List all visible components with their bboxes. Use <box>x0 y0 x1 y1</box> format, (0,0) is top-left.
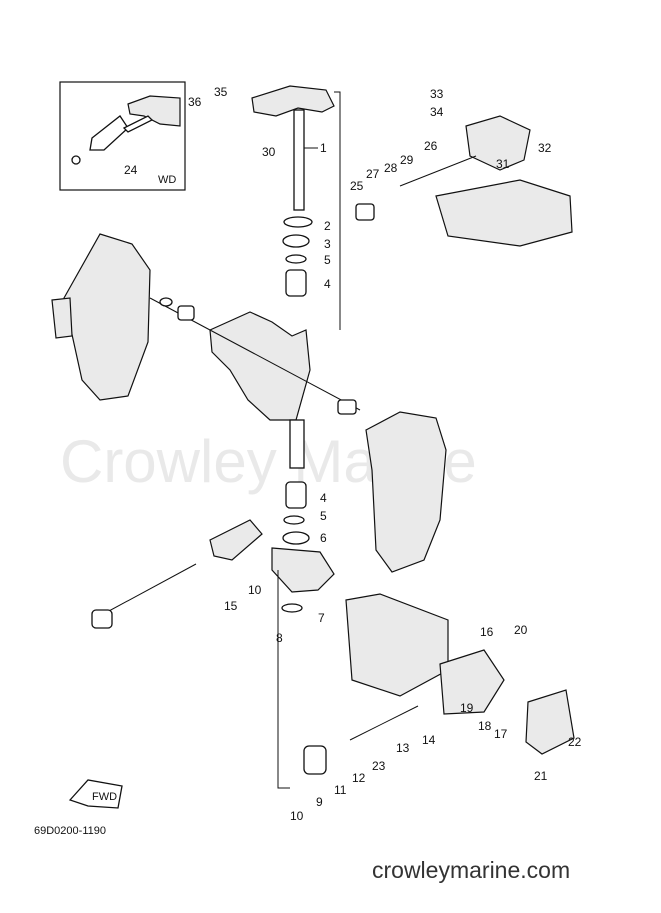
steering-arm <box>251 85 341 330</box>
inset-label: WD <box>158 174 176 186</box>
callout-9: 9 <box>316 795 323 809</box>
callout-28: 28 <box>384 161 398 175</box>
callout-10: 10 <box>248 583 262 597</box>
callout-5: 5 <box>320 509 327 523</box>
lower-parts <box>277 570 575 789</box>
inset-box: WD <box>59 81 186 191</box>
clamp-bracket-left <box>51 233 151 401</box>
callout-8: 8 <box>276 631 283 645</box>
callout-3: 3 <box>324 237 331 251</box>
fwd-arrow-icon: FWD <box>68 779 123 809</box>
callout-18: 18 <box>478 719 492 733</box>
callout-35: 35 <box>214 85 228 99</box>
callout-5: 5 <box>324 253 331 267</box>
through-bolts <box>91 297 361 629</box>
callout-21: 21 <box>534 769 548 783</box>
callout-13: 13 <box>396 741 410 755</box>
callout-15: 15 <box>224 599 238 613</box>
callout-6: 6 <box>320 531 327 545</box>
callout-23: 23 <box>372 759 386 773</box>
swivel-bracket <box>209 311 335 613</box>
callout-4: 4 <box>320 491 327 505</box>
callouts: 1 2 3 5 4 4 5 6 7 8 9 10 10 11 12 13 14 … <box>124 85 582 823</box>
fwd-label: FWD <box>92 791 117 803</box>
callout-29: 29 <box>400 153 414 167</box>
upper-housing <box>355 115 573 247</box>
callout-26: 26 <box>424 139 438 153</box>
callout-1: 1 <box>320 141 327 155</box>
footer-url: crowleymarine.com <box>372 857 570 883</box>
callout-31: 31 <box>496 157 510 171</box>
diagram-code: 69D0200-1190 <box>34 825 106 837</box>
callout-30: 30 <box>262 145 276 159</box>
callout-11: 11 <box>334 783 347 797</box>
callout-14: 14 <box>422 733 436 747</box>
callout-7: 7 <box>318 611 325 625</box>
callout-32: 32 <box>538 141 552 155</box>
callout-27: 27 <box>366 167 380 181</box>
callout-12: 12 <box>352 771 366 785</box>
callout-24: 24 <box>124 163 138 177</box>
callout-33: 33 <box>430 87 444 101</box>
callout-36: 36 <box>188 95 202 109</box>
callout-19: 19 <box>460 701 474 715</box>
callout-16: 16 <box>480 625 494 639</box>
callout-34: 34 <box>430 105 444 119</box>
callout-22: 22 <box>568 735 582 749</box>
callout-20: 20 <box>514 623 528 637</box>
callout-17: 17 <box>494 727 508 741</box>
callout-2: 2 <box>324 219 331 233</box>
clamp-bracket-right <box>365 411 447 573</box>
callout-4: 4 <box>324 277 331 291</box>
callout-25: 25 <box>350 179 364 193</box>
callout-10: 10 <box>290 809 304 823</box>
